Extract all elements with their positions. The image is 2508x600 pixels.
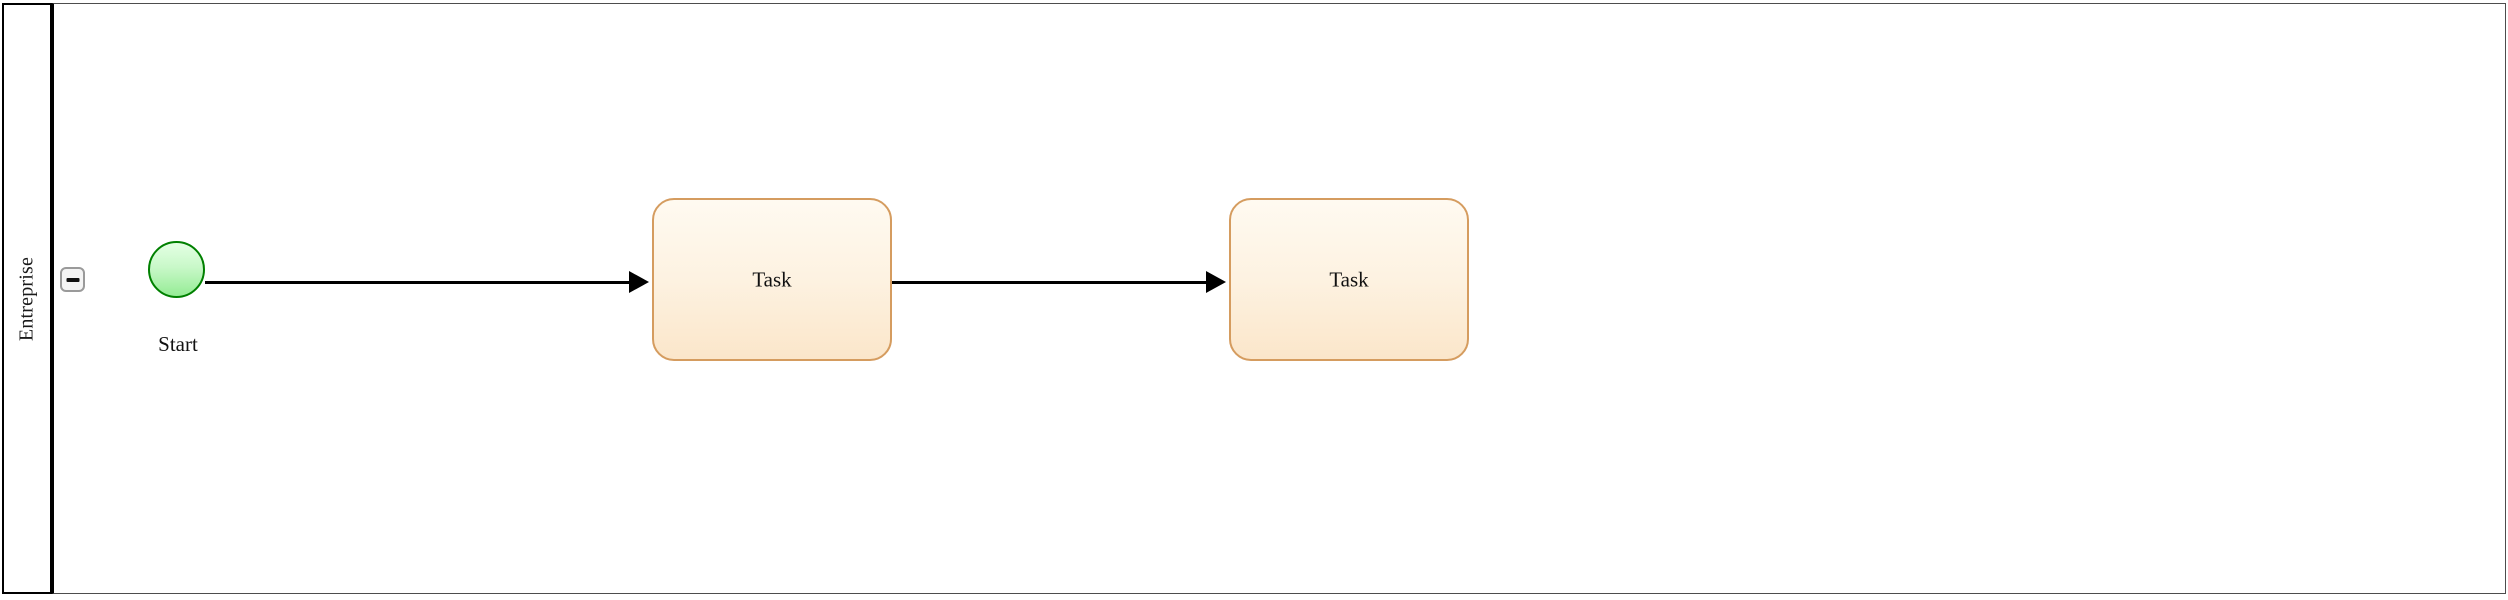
start-event-label: Start bbox=[158, 332, 198, 356]
start-event-node[interactable] bbox=[148, 241, 205, 298]
arrowhead-icon bbox=[629, 271, 649, 293]
task-label-2: Task bbox=[1329, 267, 1369, 291]
pool-header[interactable]: Entreprise bbox=[2, 3, 52, 594]
minus-icon bbox=[66, 277, 79, 282]
sequence-flow-task1-to-task2[interactable] bbox=[892, 281, 1206, 284]
sequence-flow-start-to-task1[interactable] bbox=[205, 281, 629, 284]
task-label-1: Task bbox=[752, 267, 792, 291]
arrowhead-icon bbox=[1206, 271, 1226, 293]
task-node-2[interactable]: Task bbox=[1229, 198, 1469, 361]
pool-collapse-button[interactable] bbox=[60, 267, 85, 292]
pool-label: Entreprise bbox=[15, 256, 38, 341]
task-node-1[interactable]: Task bbox=[652, 198, 892, 361]
